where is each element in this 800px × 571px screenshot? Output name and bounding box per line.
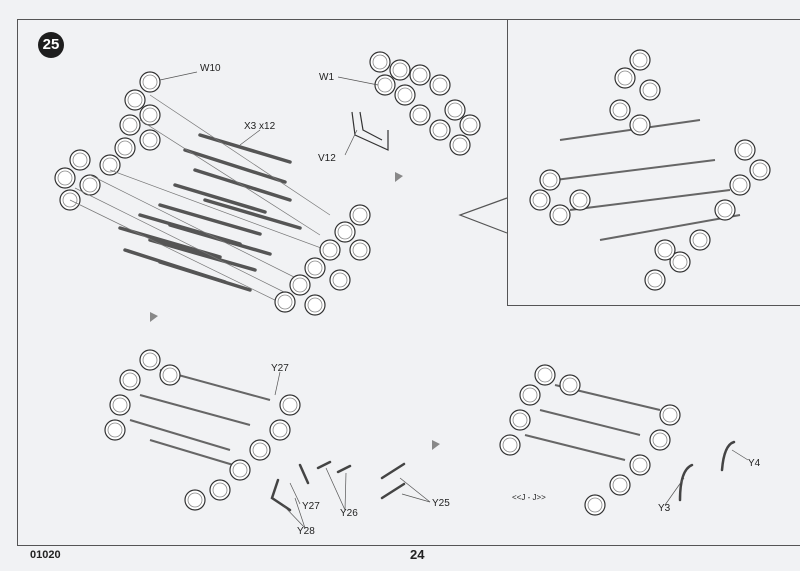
view-marker: <<J - J>>	[512, 493, 546, 502]
part-label-y28: Y28	[297, 526, 315, 537]
part-label-y26: Y26	[340, 508, 358, 519]
part-label-v12: V12	[318, 153, 336, 164]
part-label-y27-bottom: Y27	[302, 501, 320, 512]
plate-w1	[369, 51, 481, 156]
bracket-v12	[351, 111, 389, 151]
rods-x3	[118, 133, 302, 292]
step-arrow-3	[432, 440, 440, 450]
part-label-y27-top: Y27	[271, 363, 289, 374]
detail-inset-box	[507, 19, 800, 306]
page-number: 24	[410, 547, 425, 562]
assembled-frame-inset	[529, 49, 771, 291]
part-label-y4: Y4	[748, 458, 761, 469]
step-arrow-2	[150, 312, 158, 322]
part-label-w1: W1	[319, 72, 334, 83]
step-arrow-1	[395, 172, 403, 182]
leader-lines	[159, 71, 749, 529]
step-number-badge: 25	[38, 32, 64, 58]
part-label-y25: Y25	[432, 498, 450, 509]
end-plate-left-lower	[54, 137, 136, 211]
inset-callout-wedge	[458, 197, 508, 234]
catalog-code: 01020	[30, 549, 61, 561]
part-label-w10: W10	[200, 63, 221, 74]
final-frame-assembly	[499, 364, 736, 516]
frame-with-y-parts	[104, 349, 406, 512]
end-plate-right	[274, 204, 371, 316]
instruction-frame	[17, 19, 800, 546]
part-label-y3: Y3	[658, 503, 671, 514]
part-label-x3: X3 x12	[244, 121, 276, 132]
exploded-frame-assembly	[54, 71, 371, 316]
